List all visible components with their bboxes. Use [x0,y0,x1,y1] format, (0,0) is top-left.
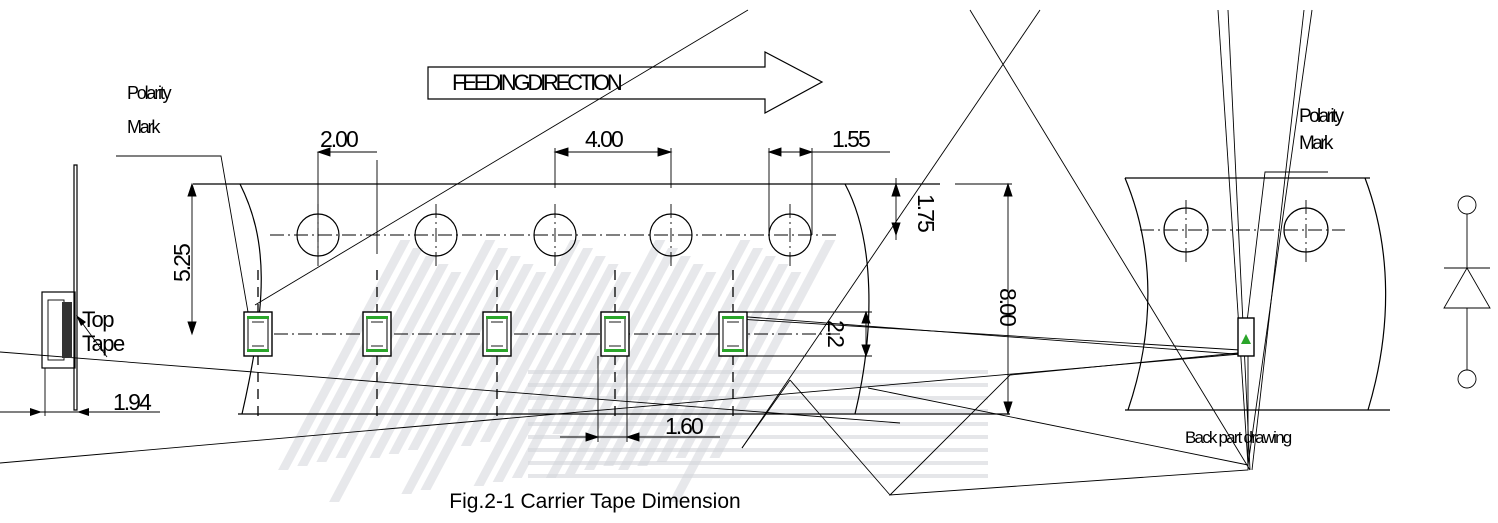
sprocket-holes [296,204,812,268]
component-pocket [600,270,630,420]
dim-thickness-label: 1.94 [113,389,152,415]
dim-pocket-width [560,356,720,442]
sprocket-hole [768,204,812,268]
diode-symbol-icon [1443,195,1491,389]
dim-hole-to-pocket-label: 5.25 [169,244,195,282]
figure-caption: Fig.2-1 Carrier Tape Dimension [449,490,740,513]
component-pocket [718,270,748,420]
polarity-mark-label-right-line2: Mark [1299,133,1334,154]
construction-lines [0,9,1313,496]
dim-hole-pitch [553,147,673,188]
dim-pocket-length [735,310,872,358]
component-pocket [482,270,512,420]
tape-side-view [0,164,160,416]
dim-edge-to-hole [891,178,901,240]
dim-hole-pitch-label: 4.00 [585,126,623,152]
sprocket-hole [649,204,693,268]
polarity-leader-left [116,155,249,313]
dim-tape-width-label: 8.00 [995,288,1021,326]
back-part-drawing-label: Back part drawing [1185,428,1292,447]
top-tape-label-line2: Tape [82,331,125,356]
dim-hole-size-label: 1.55 [832,126,870,152]
sprocket-hole [533,204,577,268]
back-part-drawing [1124,171,1390,411]
sprocket-hole [414,204,458,268]
dim-tape-width [955,182,1013,416]
feeding-arrow-icon [427,51,824,115]
polarity-mark-label-right-line1: Polarity [1299,106,1345,127]
watermark-pattern [278,240,988,502]
dim-hole-diameter [316,147,378,254]
top-tape-label-line1: Top [82,307,114,332]
dim-hole-to-pocket [187,182,197,336]
polarity-mark-label-left-line2: Mark [127,117,161,137]
component-pocket [243,270,273,420]
polarity-mark-label-left-line1: Polarity [127,83,172,103]
dim-edge-to-hole-label: 1.75 [913,194,939,232]
dim-pocket-width-label: 1.60 [665,413,703,439]
component-pocket [362,270,392,420]
dim-pocket-length-label: 2.2 [823,320,849,347]
tape-body [193,183,1010,415]
component-pockets [243,270,748,420]
dim-hole-size [767,147,890,235]
feeding-direction-label: FEEDINGDIRECTION [452,70,622,95]
dim-hole-diameter-label: 2.00 [320,126,358,152]
